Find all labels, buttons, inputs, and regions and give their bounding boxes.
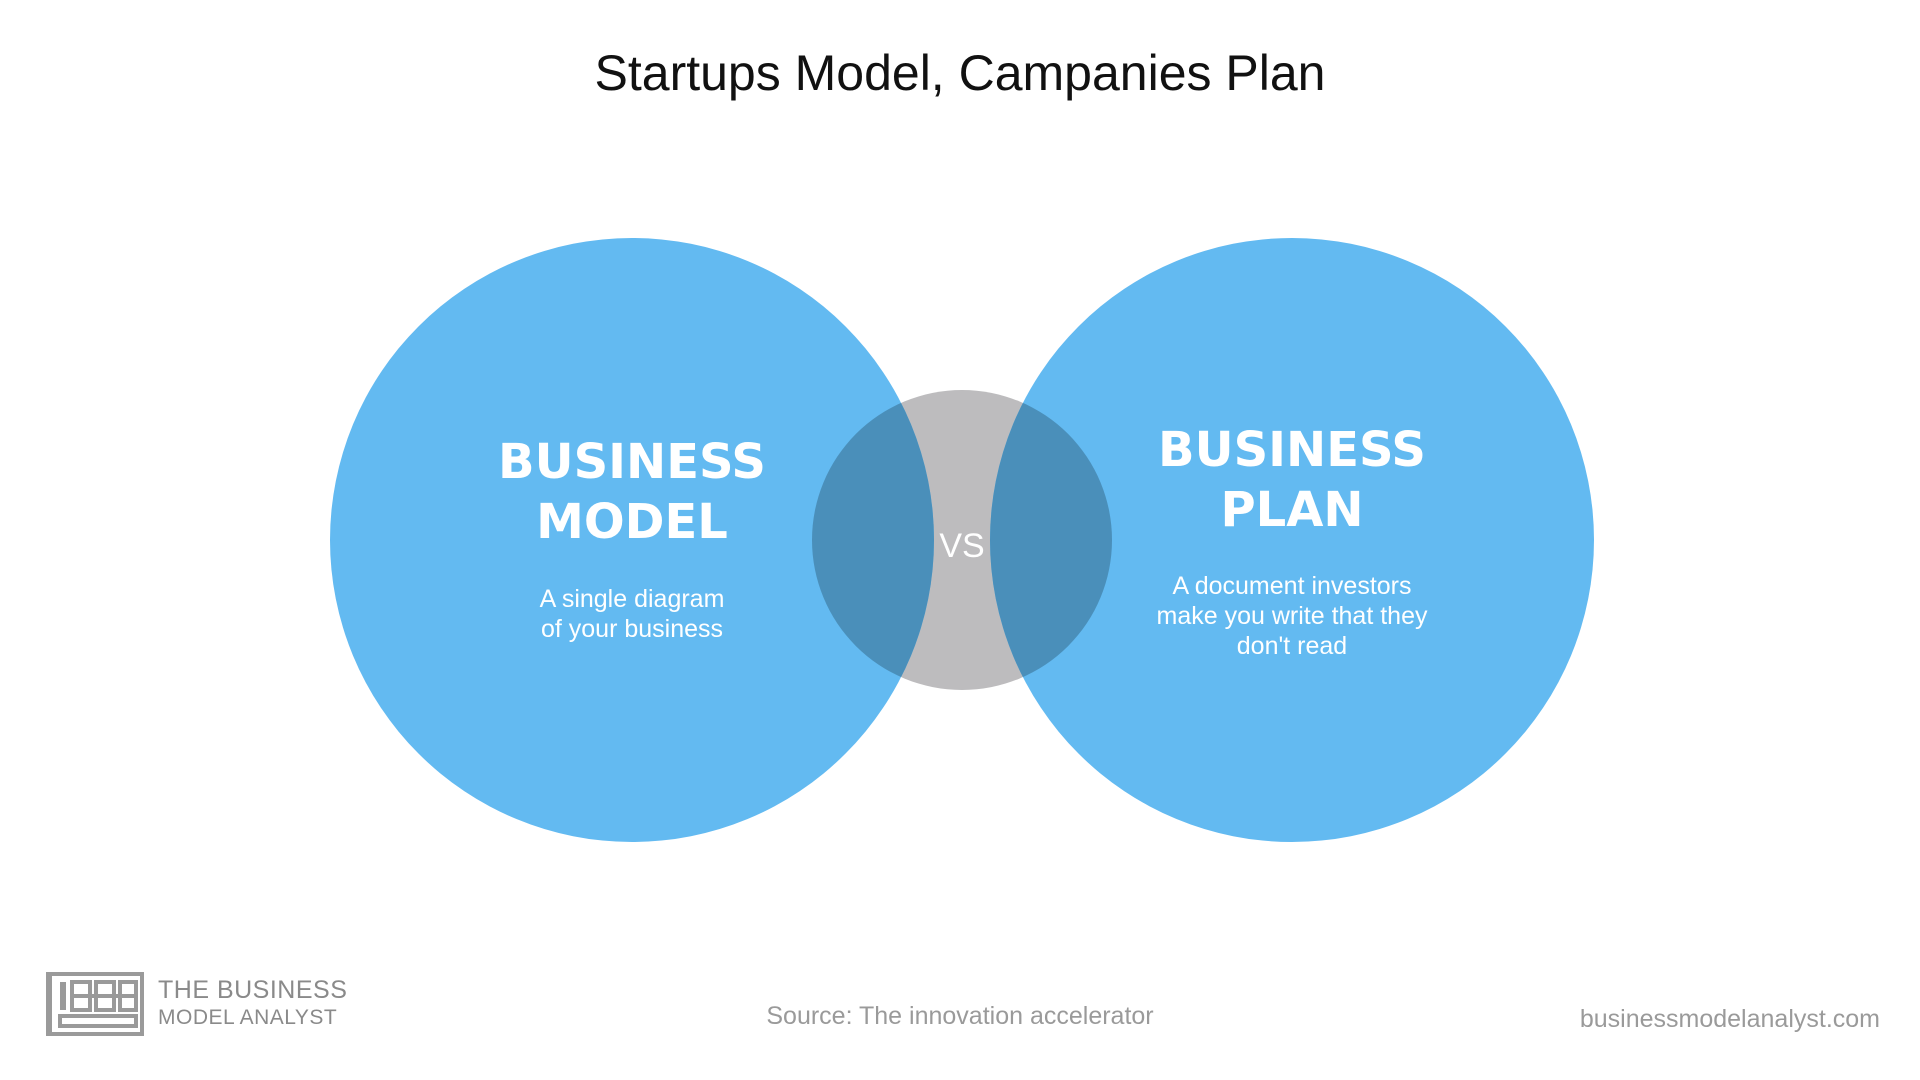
page-title: Startups Model, Campanies Plan [594, 45, 1326, 101]
business-plan-desc-line1: A document investors [1172, 572, 1411, 600]
logo-wordmark: THE BUSINESS MODEL ANALYST [158, 976, 347, 1032]
source-credit: Source: The innovation accelerator [766, 1002, 1154, 1030]
right-overlap-region [990, 390, 1112, 690]
logo-line-1: THE BUSINESS [158, 976, 348, 1004]
footer: THE BUSINESS MODEL ANALYST Source: The i… [0, 950, 1920, 1080]
business-model-heading-line1: BUSINESS [498, 434, 766, 490]
left-overlap-region [812, 390, 934, 690]
business-model-circle [330, 238, 934, 842]
logo-line-2: MODEL ANALYST [158, 1006, 338, 1029]
business-plan-desc-line2: make you write that they [1157, 602, 1428, 630]
business-plan-heading-line1: BUSINESS [1158, 422, 1426, 478]
business-plan-circle [990, 238, 1594, 842]
business-model-desc-line2: of your business [541, 615, 723, 643]
website-url: businessmodelanalyst.com [1579, 1005, 1880, 1033]
business-plan-desc-line3: don't read [1237, 632, 1347, 660]
brand-logo: THE BUSINESS MODEL ANALYST [46, 972, 347, 1036]
business-model-desc-line1: A single diagram [540, 585, 725, 613]
business-plan-heading-line2: PLAN [1220, 482, 1363, 538]
business-model-heading-line2: MODEL [536, 494, 728, 550]
vs-label: VS [939, 527, 984, 565]
grid-logo-icon [46, 972, 144, 1036]
